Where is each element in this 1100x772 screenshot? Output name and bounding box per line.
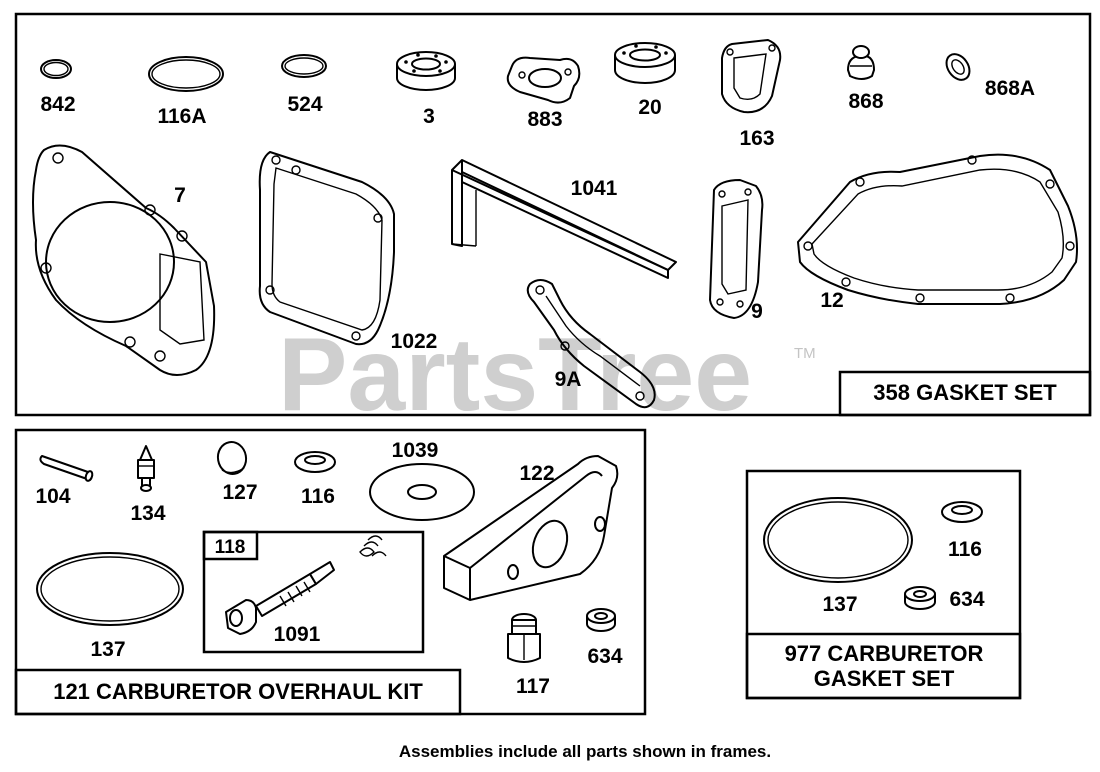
label-9: 9 (751, 300, 763, 323)
part-137-oring-carb-gasket-set[interactable] (763, 497, 913, 583)
label-883: 883 (527, 108, 562, 131)
part-127-plug[interactable] (215, 440, 248, 476)
label-20: 20 (638, 96, 661, 119)
part-1022-gasket[interactable] (258, 151, 395, 346)
watermark: PartsTree (278, 317, 752, 433)
label-868: 868 (848, 90, 883, 113)
part-9A-gasket[interactable] (526, 279, 656, 409)
part-117-jet[interactable] (507, 613, 541, 663)
label-1039: 1039 (392, 439, 439, 462)
label-1041: 1041 (571, 177, 618, 200)
label-127: 127 (222, 481, 257, 504)
label-842: 842 (40, 93, 75, 116)
label-868A: 868A (985, 77, 1035, 100)
part-634-washer[interactable] (586, 608, 616, 632)
sub-kit-118-frame (202, 530, 425, 654)
label-634: 634 (587, 645, 622, 668)
part-7-head-gasket[interactable] (32, 144, 216, 376)
part-12-gasket[interactable] (797, 153, 1078, 305)
part-116-washer[interactable] (294, 451, 336, 473)
part-1039-disk[interactable] (369, 463, 475, 521)
part-134-needle[interactable] (137, 445, 155, 492)
label-9A: 9A (555, 368, 582, 391)
gasket-set-title-box (838, 370, 1092, 417)
label-163: 163 (739, 127, 774, 150)
part-116A-oring[interactable] (148, 56, 224, 92)
label-7: 7 (174, 184, 186, 207)
part-842-oring[interactable] (40, 59, 72, 79)
part-163-gasket[interactable] (721, 39, 782, 114)
label-524: 524 (287, 93, 322, 116)
sub-kit-118-title: 118 (215, 537, 246, 558)
label-117: 117 (516, 675, 550, 698)
part-116-washer-carb-gasket-set[interactable] (941, 501, 983, 523)
part-104-pin[interactable] (39, 455, 94, 482)
label-137: 137 (90, 638, 125, 661)
label-12: 12 (820, 289, 843, 312)
label-116A: 116A (157, 105, 206, 128)
label-104: 104 (35, 485, 70, 508)
part-1041-strip[interactable] (451, 159, 677, 279)
footer-note: Assemblies include all parts shown in fr… (399, 742, 771, 761)
carb-gasket-set-title-line1: 977 CARBURETOR (785, 641, 984, 666)
label-1091: 1091 (274, 623, 321, 646)
part-137-oring[interactable] (36, 552, 184, 626)
label-634-carb-gasket-set: 634 (949, 588, 984, 611)
label-3: 3 (423, 105, 435, 128)
carb-overhaul-kit-title: 121 CARBURETOR OVERHAUL KIT (53, 679, 423, 704)
carb-gasket-set-title-box (745, 632, 1022, 700)
carb-overhaul-kit-title-box (14, 668, 462, 716)
part-868A-washer[interactable] (942, 50, 974, 84)
part-3-seal[interactable] (396, 51, 456, 91)
carb-gasket-set-title-line2: GASKET SET (814, 666, 955, 691)
part-1091-valve[interactable] (225, 535, 387, 635)
watermark-trademark: TM (794, 345, 816, 362)
part-524-oring[interactable] (281, 54, 327, 78)
part-883-gasket[interactable] (506, 56, 581, 104)
sub-kit-118-title-box (202, 530, 259, 561)
part-122-spacer[interactable] (443, 455, 619, 601)
gasket-set-frame (14, 12, 1092, 417)
part-634-washer-carb-gasket-set[interactable] (904, 586, 936, 610)
label-134: 134 (130, 502, 165, 525)
part-9-gasket[interactable] (709, 179, 764, 319)
label-116: 116 (301, 485, 335, 508)
part-868-plug[interactable] (847, 45, 875, 80)
part-20-seal[interactable] (614, 42, 676, 84)
label-122: 122 (519, 462, 554, 485)
label-116-carb-gasket-set: 116 (948, 538, 982, 561)
gasket-set-title: 358 GASKET SET (873, 380, 1057, 405)
label-137-carb-gasket-set: 137 (822, 593, 857, 616)
label-1022: 1022 (391, 330, 438, 353)
